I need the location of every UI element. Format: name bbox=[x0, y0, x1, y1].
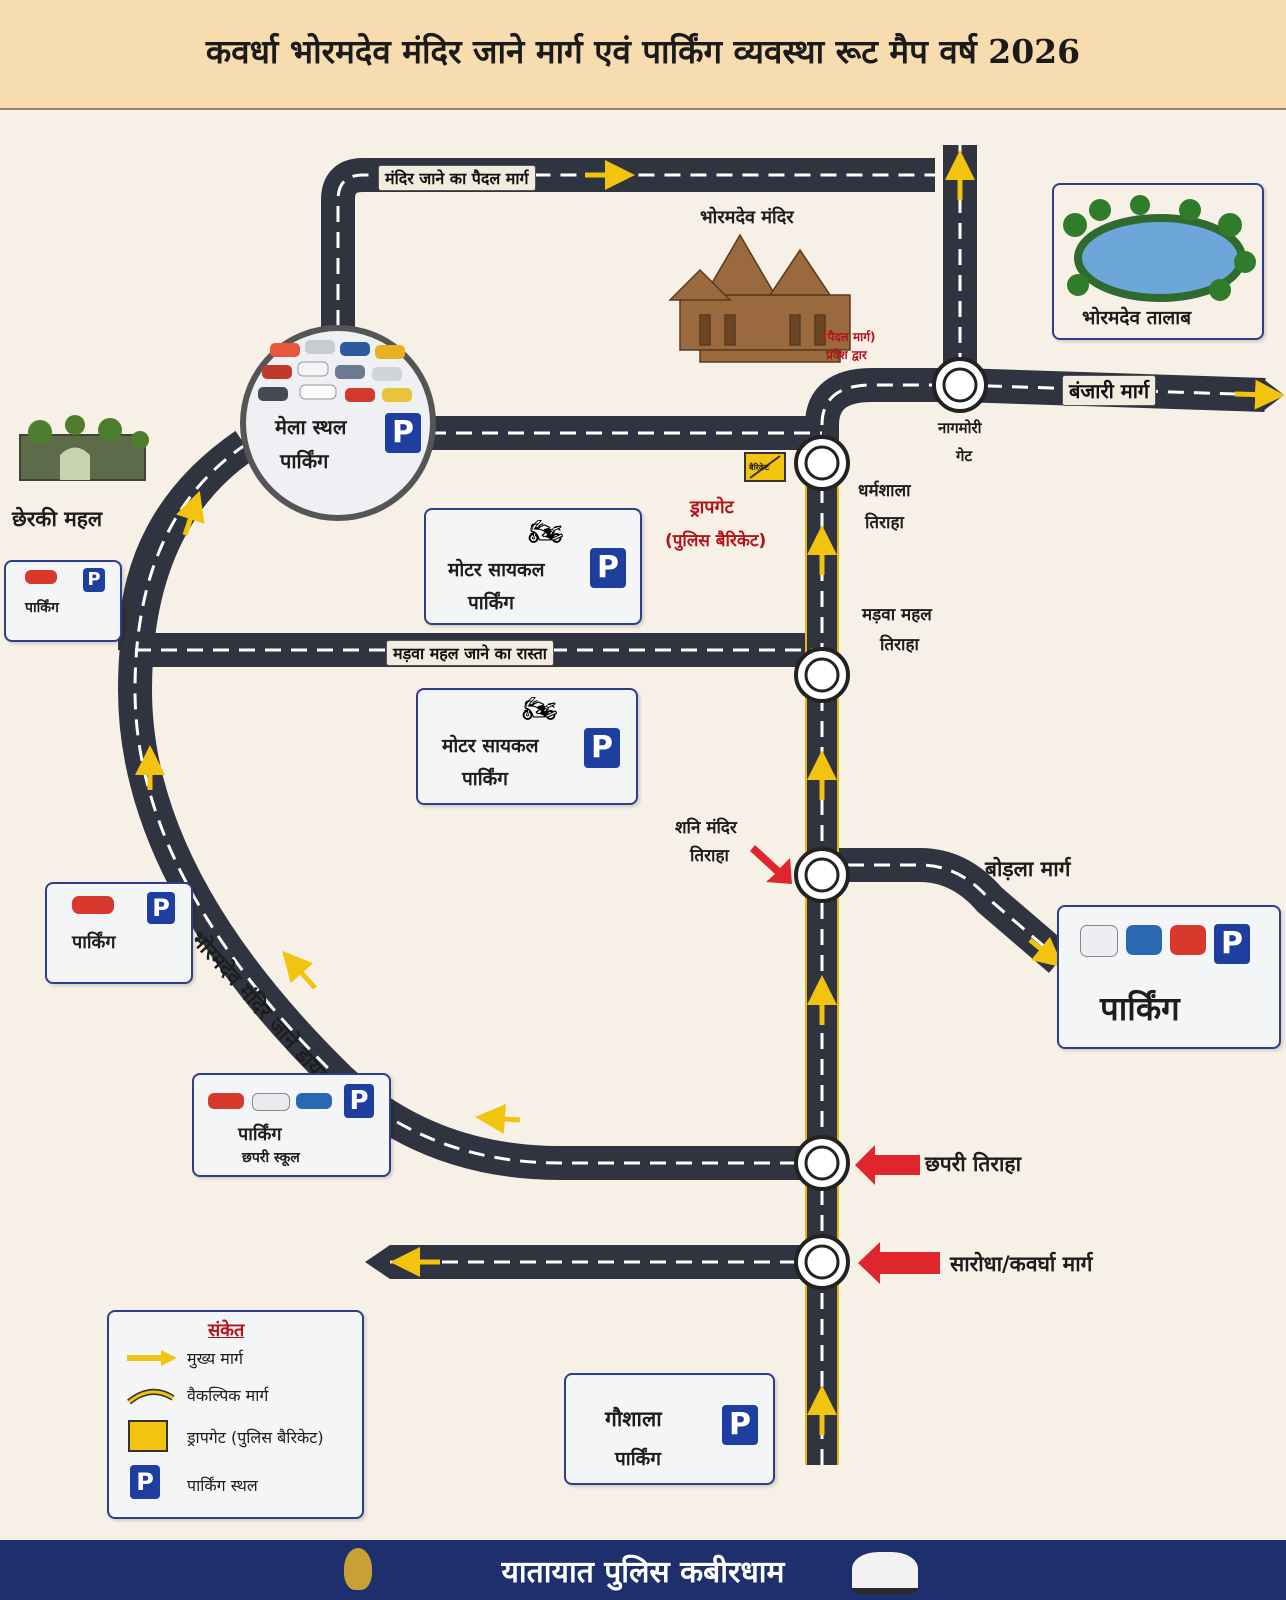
saroda-label: सारोधा/कवर्घा मार्ग bbox=[950, 1252, 1093, 1276]
legend-parking-badge: P bbox=[130, 1465, 160, 1499]
cherki-parking-label: पार्किंग bbox=[25, 600, 59, 616]
foot-path-label: मंदिर जाने का पैदल मार्ग bbox=[378, 165, 536, 191]
mela-parking-badge: P bbox=[385, 413, 421, 453]
chhapri-parking-badge: P bbox=[344, 1084, 374, 1118]
arrow-bodla bbox=[1028, 936, 1064, 968]
saroda-red-arrow bbox=[858, 1242, 940, 1284]
legend-dropgate-icon bbox=[128, 1420, 168, 1452]
bodla-parking-label: पार्किंग bbox=[1100, 989, 1180, 1028]
nagmori-junction bbox=[932, 357, 988, 413]
red-arrows bbox=[750, 845, 940, 1284]
motorcycle-1-badge: P bbox=[590, 548, 626, 588]
car-icon bbox=[25, 570, 57, 584]
motorcycle-2-label-a: मोटर सायकल bbox=[442, 735, 539, 757]
temple-entry-label-1: (पैदल मार्ग) bbox=[822, 330, 876, 344]
main-north-south-road bbox=[805, 368, 960, 1465]
footer-title: यातायात पुलिस कबीरधाम bbox=[501, 1555, 785, 1590]
cherki-mahal-icon bbox=[19, 415, 149, 481]
chhapri-parking-label-a: पार्किंग bbox=[238, 1124, 282, 1145]
legend-dropgate: ड्रापगेट (पुलिस बैरिकेट) bbox=[187, 1428, 324, 1447]
map-title: कवर्धा भोरमदेव मंदिर जाने मार्ग एवं पार्… bbox=[205, 32, 1081, 71]
gaushala-parking-badge: P bbox=[722, 1405, 758, 1445]
footer-bar: यातायात पुलिस कबीरधाम bbox=[0, 1540, 1286, 1600]
shani-label-2: तिराहा bbox=[690, 846, 729, 866]
junctions bbox=[794, 357, 988, 1290]
dharmshala-label-1: धर्मशाला bbox=[858, 481, 911, 501]
motorcycle-icon: 🏍 bbox=[528, 515, 564, 548]
motorcycle-2-label-b: पार्किंग bbox=[462, 768, 508, 790]
motorcycle-icon-2: 🏍 bbox=[522, 692, 558, 725]
gaushala-label-a: गौशाला bbox=[605, 1407, 662, 1431]
dropgate-sign-text: बैरिकेट bbox=[749, 463, 770, 472]
saroda-junction bbox=[794, 1234, 850, 1290]
bodla-label: बोड़ला मार्ग bbox=[985, 857, 1071, 881]
gaushala-label-b: पार्किंग bbox=[615, 1448, 661, 1470]
car-icon-bodla-2 bbox=[1126, 925, 1162, 955]
saroda-road-end bbox=[365, 1245, 390, 1279]
car-icon-bodla-3 bbox=[1170, 925, 1206, 955]
madwa-junction bbox=[794, 647, 850, 703]
car-icon-chhapri-2 bbox=[252, 1093, 290, 1111]
car-cluster bbox=[258, 340, 412, 402]
shani-junction bbox=[794, 847, 850, 903]
dropgate-label-1: ड्रापगेट bbox=[690, 497, 734, 518]
legend-alt-route: वैकल्पिक मार्ग bbox=[187, 1386, 269, 1405]
direction-arrows bbox=[135, 150, 1285, 1435]
car-icon-bodla-1 bbox=[1080, 925, 1118, 957]
left-parking-badge: P bbox=[147, 892, 175, 924]
legend-parking: पार्किंग स्थल bbox=[187, 1476, 258, 1495]
motorcycle-1-label-a: मोटर सायकल bbox=[448, 559, 545, 581]
car-icon-chhapri-3 bbox=[296, 1093, 332, 1109]
dharmshala-label-2: तिराहा bbox=[865, 513, 904, 533]
police-emblem-icon bbox=[344, 1548, 372, 1590]
arrow-diversion-2 bbox=[282, 950, 317, 990]
dropgate-label-2: (पुलिस बैरिकेट) bbox=[665, 531, 767, 551]
mela-label-1: मेला स्थल bbox=[275, 415, 347, 439]
arrow-diversion-1 bbox=[475, 1104, 521, 1134]
temple-entry-label-2: प्रवेश द्वार bbox=[826, 348, 867, 362]
chhapri-red-arrow bbox=[855, 1145, 920, 1185]
nagmori-label-2: गेट bbox=[956, 447, 973, 465]
title-banner: कवर्धा भोरमदेव मंदिर जाने मार्ग एवं पार्… bbox=[0, 0, 1286, 110]
lake-card bbox=[1052, 183, 1264, 340]
car-icon-chhapri-1 bbox=[208, 1093, 244, 1109]
madwa-road-label: मड़वा महल जाने का रास्ता bbox=[386, 640, 554, 666]
dharmshala-junction bbox=[794, 435, 850, 491]
arrow-diversion-4 bbox=[176, 490, 205, 536]
car-icon-left bbox=[72, 896, 114, 914]
chhapri-junction bbox=[794, 1135, 850, 1191]
legend-alt-arrow bbox=[127, 1389, 175, 1405]
motorcycle-2-badge: P bbox=[584, 728, 620, 768]
west-branch-road bbox=[118, 430, 255, 651]
shani-red-arrow bbox=[750, 845, 792, 884]
mela-label-2: पार्किंग bbox=[280, 449, 329, 473]
cherki-parking-badge: P bbox=[83, 568, 105, 592]
motorcycle-1-label-b: पार्किंग bbox=[468, 592, 514, 614]
lake-label: भोरमदेव तालाब bbox=[1082, 307, 1192, 329]
mela-sthal-icon bbox=[240, 325, 436, 521]
arrow-banjari-east bbox=[1234, 379, 1285, 410]
banjari-label: बंजारी मार्ग bbox=[1062, 375, 1157, 406]
legend-main-route: मुख्य मार्ग bbox=[187, 1349, 244, 1368]
chhapri-parking-label-b: छपरी स्कूल bbox=[242, 1150, 300, 1166]
dropgate-icon bbox=[744, 452, 786, 482]
madwa-label-2: तिराहा bbox=[880, 635, 919, 655]
legend-main-arrow bbox=[127, 1350, 177, 1366]
cherki-label: छेरकी महल bbox=[12, 507, 103, 531]
police-cap-icon bbox=[852, 1552, 918, 1594]
madwa-label-1: मड़वा महल bbox=[862, 605, 932, 625]
temple-icon bbox=[668, 233, 851, 363]
left-parking-label: पार्किंग bbox=[72, 932, 116, 953]
legend-title: संकेत bbox=[208, 1320, 245, 1341]
chhapri-label: छपरी तिराहा bbox=[925, 1152, 1022, 1176]
bodla-parking-badge: P bbox=[1214, 924, 1250, 964]
nagmori-label-1: नागमोरी bbox=[938, 419, 982, 437]
lake-icon bbox=[1063, 195, 1256, 302]
shani-label-1: शनि मंदिर bbox=[675, 818, 737, 838]
temple-label: भोरमदेव मंदिर bbox=[700, 207, 794, 228]
